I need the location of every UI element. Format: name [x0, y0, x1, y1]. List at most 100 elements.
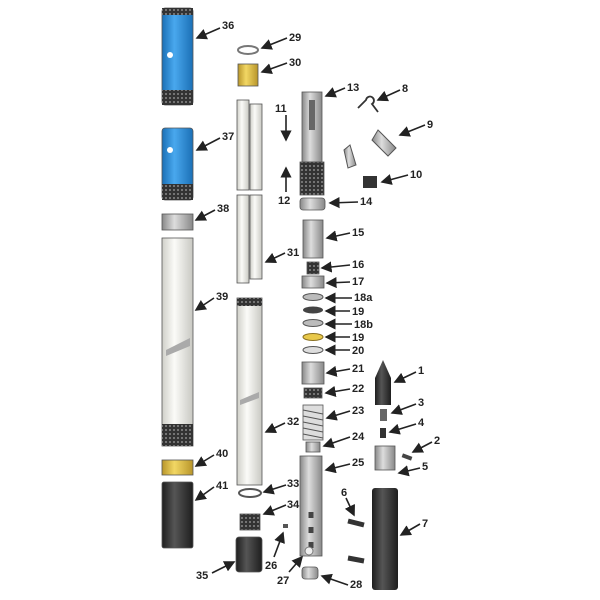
arrow-16 [320, 261, 351, 273]
arrow-15 [325, 230, 351, 242]
arrow-24 [322, 436, 351, 449]
part-6-pins [347, 518, 365, 564]
label-14: 14 [360, 196, 373, 208]
label-29: 29 [289, 32, 301, 44]
label-34: 34 [287, 499, 300, 511]
label-16: 16 [352, 259, 364, 271]
part-3-spring [380, 409, 387, 421]
arrow-22 [324, 385, 351, 397]
part-37-blue-tube [161, 127, 194, 201]
arrow-26 [273, 531, 285, 558]
part-19-dark-washer [303, 306, 323, 314]
arrow-13 [324, 87, 346, 98]
arrow-25 [324, 462, 351, 474]
label-23: 23 [352, 405, 364, 417]
label-21: 21 [352, 363, 364, 375]
part-31-split-shells [236, 99, 263, 284]
label-5: 5 [422, 461, 428, 473]
part-8-spring [357, 95, 379, 113]
part-41-dark-sleeve [161, 481, 194, 549]
part-9-latches [343, 129, 397, 169]
label-39: 39 [216, 291, 228, 303]
arrow-28 [320, 573, 349, 586]
part-28-cap [301, 566, 319, 580]
part-1-cone [375, 360, 391, 405]
part-26-pin [283, 524, 288, 528]
part-18b-washer [302, 319, 324, 327]
arrow-6 [344, 497, 355, 517]
arrow-40 [194, 454, 215, 467]
label-31: 31 [287, 247, 299, 259]
part-35-dark-bit [235, 536, 263, 573]
part-27-ball [304, 546, 314, 556]
label-26: 26 [265, 560, 277, 572]
part-15-body [302, 219, 324, 259]
arrow-30 [260, 62, 288, 75]
arrow-17 [325, 276, 351, 289]
part-40-yellow-ring [161, 459, 194, 476]
part-38-ring [161, 213, 194, 231]
label-28: 28 [350, 579, 362, 591]
label-25: 25 [352, 457, 364, 469]
part-17-nut [301, 275, 325, 289]
part-10-block [363, 176, 377, 188]
part-5-adapter [374, 445, 396, 471]
arrow-3 [390, 403, 417, 415]
label-17: 17 [352, 276, 364, 288]
label-11: 11 [275, 103, 287, 115]
part-23-spring [302, 404, 324, 441]
label-7: 7 [422, 518, 428, 530]
part-39-white-tube [161, 237, 194, 447]
label-20: 20 [352, 345, 364, 357]
label-37: 37 [222, 131, 234, 143]
label-12: 12 [278, 195, 290, 207]
label-19a: 19 [352, 306, 364, 318]
part-16-thread [306, 261, 320, 275]
arrow-23 [325, 409, 351, 421]
label-32: 32 [287, 416, 299, 428]
label-10: 10 [410, 169, 422, 181]
arrow-31 [264, 252, 286, 263]
label-38: 38 [217, 203, 229, 215]
arrow-41 [194, 486, 215, 501]
label-18a: 18a [354, 292, 373, 304]
arrow-35 [211, 561, 236, 574]
arrow-14 [328, 197, 359, 209]
label-24: 24 [352, 431, 365, 443]
label-35: 35 [196, 570, 208, 582]
label-36: 36 [222, 20, 234, 32]
callout-arrows [194, 27, 433, 586]
part-22-dark-ring [303, 387, 323, 399]
arrow-38 [194, 209, 216, 221]
arrow-2 [411, 441, 433, 453]
label-18b: 18b [354, 319, 373, 331]
arrow-1 [393, 371, 417, 383]
arrow-9 [398, 124, 426, 137]
label-6: 6 [341, 487, 347, 499]
part-19-yellow-washer [302, 333, 324, 341]
label-2: 2 [434, 435, 440, 447]
arrow-34 [262, 504, 287, 516]
arrow-36 [195, 27, 221, 40]
part-4-pin [380, 428, 386, 438]
arrow-29 [260, 37, 288, 50]
arrow-10 [380, 174, 409, 185]
part-25-tube [299, 455, 323, 557]
arrow-37 [195, 137, 221, 151]
label-41: 41 [216, 480, 228, 492]
label-8: 8 [402, 83, 408, 95]
arrow-8 [376, 89, 401, 102]
label-33: 33 [287, 478, 299, 490]
part-13-head [299, 91, 325, 196]
label-3: 3 [418, 397, 424, 409]
label-27: 27 [277, 575, 289, 587]
label-1: 1 [418, 365, 424, 377]
arrow-7 [399, 523, 421, 536]
part-7-dark-bar [372, 488, 398, 590]
arrow-5 [397, 465, 421, 477]
part-33-ring [238, 488, 262, 498]
arrow-21 [325, 365, 351, 377]
part-34-dark-ring [239, 513, 261, 531]
